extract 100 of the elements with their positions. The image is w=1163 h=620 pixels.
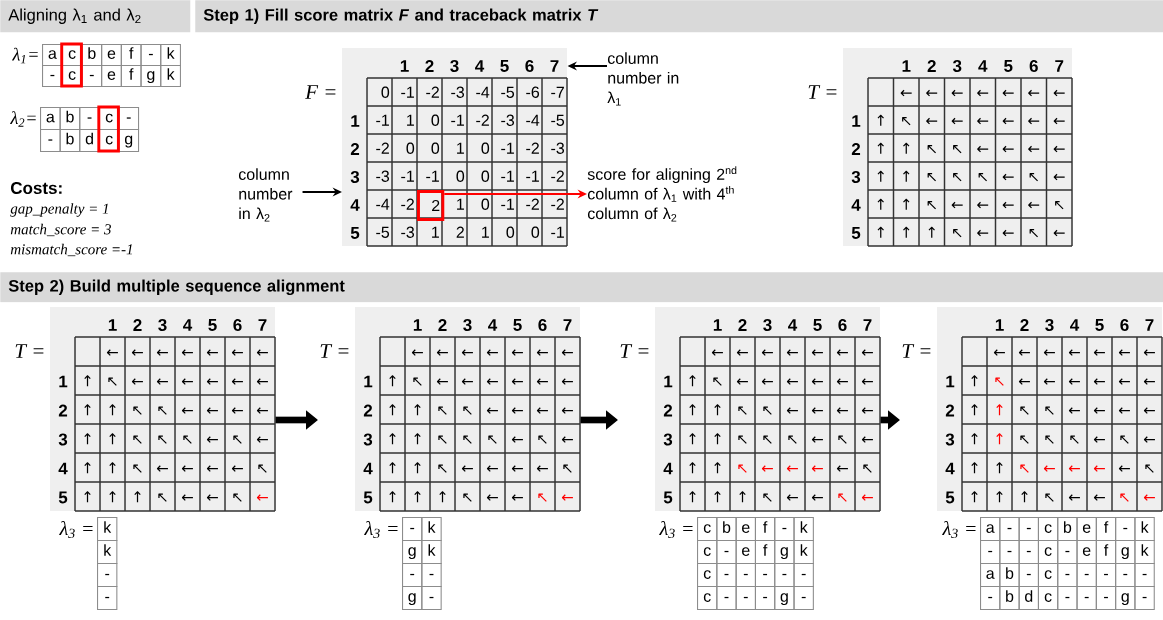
column-number: 2 bbox=[738, 319, 747, 331]
arrow-symbol: ← bbox=[1028, 201, 1040, 209]
table-cell: - bbox=[754, 586, 776, 611]
matrix-cell: -1 bbox=[526, 170, 539, 182]
table-cell: k bbox=[421, 517, 442, 542]
arrow-symbol: ← bbox=[977, 229, 989, 237]
arrow-symbol: ↑ bbox=[996, 491, 1003, 503]
matrix-cell: -4 bbox=[526, 114, 540, 126]
table-cell: - bbox=[1095, 563, 1117, 588]
table-cell: - bbox=[118, 107, 140, 131]
column-number: 3 bbox=[952, 59, 962, 72]
matrix-cell: 0 bbox=[481, 170, 490, 182]
table-cell: - bbox=[793, 586, 814, 611]
table-cell: - bbox=[1018, 517, 1039, 542]
table-cell: f bbox=[1095, 540, 1117, 565]
table-cell: e bbox=[101, 44, 122, 67]
arrow-symbol: ← bbox=[486, 378, 498, 385]
column-number: 1 bbox=[902, 60, 911, 72]
arrow-symbol: ↖ bbox=[927, 200, 936, 210]
table-cell: - bbox=[774, 517, 795, 542]
arrow-symbol: ↑ bbox=[414, 404, 421, 416]
arrow-symbol: ↖ bbox=[158, 493, 167, 502]
annotation-text: score for aligning 2$^{nd}$ column of λ$_{1}$ with 4$^{th}$ column of λ$_{2}$ bbox=[587, 166, 737, 222]
row-number: 5 bbox=[350, 227, 360, 239]
table-cell: c bbox=[1037, 586, 1059, 611]
arrow-symbol: ↖ bbox=[183, 435, 192, 444]
arrow-symbol: ← bbox=[231, 407, 243, 414]
arrow-symbol: ← bbox=[181, 349, 193, 356]
matrix-cell: 0 bbox=[406, 142, 415, 154]
arrow-symbol: ↖ bbox=[438, 435, 447, 444]
arrow-symbol: ← bbox=[951, 89, 963, 97]
arrow-symbol: ↑ bbox=[996, 462, 1003, 474]
arrow-symbol: ← bbox=[106, 349, 118, 356]
table-cell: - bbox=[1057, 540, 1078, 565]
arrow-symbol: ← bbox=[131, 349, 143, 356]
annotation-text: column number in λ$_{1}$ bbox=[607, 52, 679, 106]
matrix-cell: -4 bbox=[376, 198, 390, 210]
arrow-symbol: ← bbox=[836, 378, 848, 385]
row-number: 3 bbox=[350, 170, 360, 183]
matrix-cell: 0 bbox=[481, 198, 490, 210]
arrow-symbol: ← bbox=[926, 117, 938, 125]
arrow-symbol: ← bbox=[1053, 145, 1065, 153]
arrow-symbol: ← bbox=[256, 494, 268, 501]
column-number: 6 bbox=[525, 59, 534, 72]
arrow-symbol: ← bbox=[761, 378, 773, 385]
row-number: 3 bbox=[945, 433, 955, 446]
column-number: 3 bbox=[763, 318, 772, 331]
arrow-symbol: ↖ bbox=[233, 493, 242, 502]
column-number: 1 bbox=[995, 319, 1004, 331]
table-cell: k bbox=[97, 517, 118, 542]
arrow-symbol: ↖ bbox=[438, 406, 447, 415]
arrow-symbol: ← bbox=[1143, 436, 1155, 443]
column-number: 7 bbox=[1145, 319, 1154, 331]
column-number: 2 bbox=[133, 319, 142, 331]
arrow-symbol: ↖ bbox=[1120, 493, 1129, 502]
arrow-symbol: ← bbox=[1068, 465, 1080, 472]
column-number: 7 bbox=[863, 319, 872, 331]
arrow-symbol: ← bbox=[1018, 349, 1030, 356]
table-cell: - bbox=[716, 563, 737, 588]
arrow-symbol: ← bbox=[181, 407, 193, 414]
arrow-symbol: ↑ bbox=[84, 491, 91, 503]
table-cell: e bbox=[735, 517, 756, 542]
arrow-symbol: ← bbox=[1002, 173, 1014, 181]
arrow-symbol: ↖ bbox=[738, 464, 747, 473]
table-cell: - bbox=[421, 586, 442, 611]
table-cell: c bbox=[61, 44, 83, 67]
table-cell: e bbox=[735, 540, 756, 565]
arrow-symbol: ← bbox=[736, 349, 748, 356]
matrix-cell: -2 bbox=[551, 170, 564, 182]
arrow-symbol: ↑ bbox=[903, 142, 910, 154]
arrow-symbol: ↑ bbox=[389, 404, 396, 416]
arrow-symbol: ← bbox=[256, 436, 268, 443]
arrow-symbol: ← bbox=[977, 145, 989, 153]
arrow-symbol: ← bbox=[1053, 229, 1065, 237]
matrix-cell: -1 bbox=[376, 114, 389, 126]
arrow-symbol: ← bbox=[1143, 407, 1155, 414]
arrow-symbol: ↑ bbox=[84, 433, 91, 445]
table-cell: - bbox=[140, 44, 162, 67]
arrow-symbol: ↖ bbox=[1045, 435, 1054, 444]
arrow-symbol: ← bbox=[156, 349, 168, 356]
column-number: 6 bbox=[233, 318, 242, 331]
matrix-cell: 1 bbox=[432, 226, 439, 238]
matrix-label: T = bbox=[902, 344, 931, 358]
sequence-label: λ$_{3}$ = bbox=[942, 520, 976, 539]
column-number: 6 bbox=[538, 318, 547, 331]
arrow-symbol: ← bbox=[561, 378, 573, 385]
arrow-symbol: ↖ bbox=[488, 435, 497, 444]
column-number: 1 bbox=[108, 319, 117, 331]
arrow-symbol: ↖ bbox=[1029, 228, 1038, 238]
arrow-symbol: ← bbox=[1093, 378, 1105, 385]
column-number: 1 bbox=[713, 319, 722, 331]
table-cell: - bbox=[999, 517, 1020, 542]
row-number: 5 bbox=[663, 491, 673, 504]
column-number: 6 bbox=[838, 318, 847, 331]
table-cell: c bbox=[697, 563, 718, 588]
arrow-symbol: ↖ bbox=[788, 435, 797, 444]
row-number: 2 bbox=[945, 404, 955, 417]
table-cell: k bbox=[97, 540, 118, 565]
arrow-symbol: ↖ bbox=[438, 464, 447, 473]
table-cell: - bbox=[1076, 586, 1097, 611]
